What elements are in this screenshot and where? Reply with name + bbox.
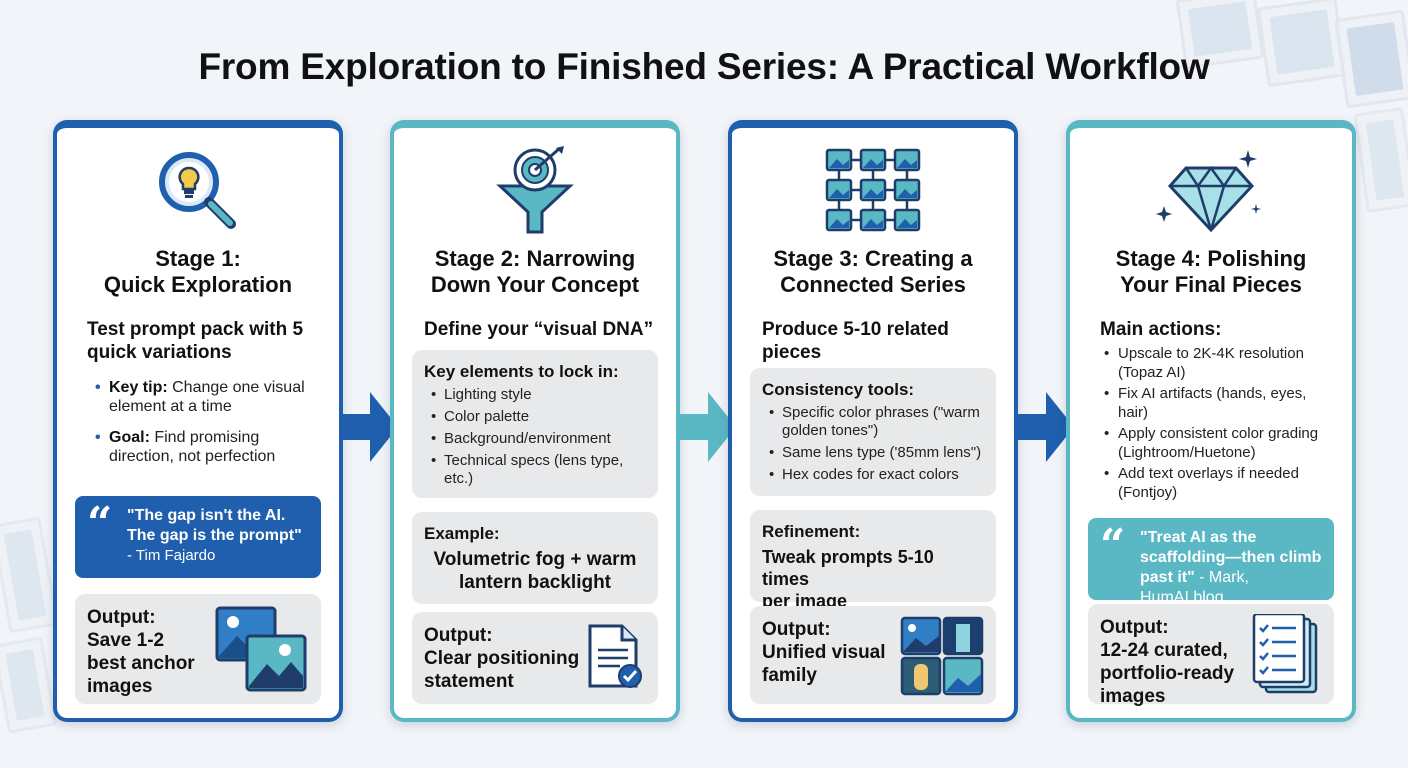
consistency-tools-panel: Consistency tools: Specific color phrase…: [750, 368, 996, 496]
image-grid-icon: [732, 146, 1014, 232]
list-item: Hex codes for exact colors: [762, 466, 984, 484]
quote-icon: “: [1100, 520, 1126, 571]
arrow-right-icon: [340, 392, 398, 462]
stage-lead: Main actions:: [1100, 319, 1222, 340]
list-item: Background/environment: [424, 430, 646, 448]
quote-box: “ "The gap isn't the AI. The gap is the …: [75, 496, 321, 578]
four-images-icon: [900, 616, 984, 701]
lightbulb-magnifier-icon: [57, 146, 339, 230]
output-box: Output: Unified visual family: [750, 606, 996, 704]
refinement-panel: Refinement: Tweak prompts 5-10 times per…: [750, 510, 996, 611]
diamond-sparkle-icon: [1070, 146, 1352, 232]
output-box: Output: Save 1-2 best anchor images: [75, 594, 321, 704]
stage-heading: Stage 3: Creating a Connected Series: [773, 246, 973, 297]
example-panel: Example: Volumetric fog + warm lantern b…: [412, 512, 658, 604]
list-item: Color palette: [424, 408, 646, 426]
list-item: Key tip: Change one visual element at a …: [87, 378, 321, 416]
document-check-icon: [586, 624, 644, 695]
list-item: Specific color phrases ("warm golden ton…: [762, 404, 984, 440]
stage-heading: Stage 2: Narrowing Down Your Concept: [430, 246, 640, 297]
page-title: From Exploration to Finished Series: A P…: [198, 46, 1210, 87]
stage-1-card: Stage 1: Quick Exploration Test prompt p…: [53, 120, 343, 722]
stage-heading: Stage 1: Quick Exploration: [103, 246, 293, 297]
list-item: •Fix AI artifacts (hands, eyes, hair): [1104, 385, 1307, 421]
tips-list: Key tip: Change one visual element at a …: [87, 378, 321, 478]
quote-icon: “: [87, 498, 113, 549]
list-item: •Apply consistent color grading (Lightro…: [1104, 425, 1319, 461]
checklist-docs-icon: [1252, 612, 1320, 701]
output-box: Output: 12-24 curated, portfolio-ready i…: [1088, 604, 1334, 707]
list-item: Lighting style: [424, 386, 646, 404]
stage-lead: Produce 5-10 related pieces: [762, 319, 949, 363]
actions-list: •Upscale to 2K-4K resolution (Topaz AI) …: [1100, 344, 1336, 504]
funnel-target-icon: [394, 146, 676, 234]
list-item: •Upscale to 2K-4K resolution (Topaz AI): [1104, 345, 1304, 381]
list-item: •Add text overlays if needed (Fontjoy): [1104, 465, 1299, 501]
stacked-images-icon: [215, 606, 309, 699]
quote-box: “ "Treat AI as the scaffolding—then clim…: [1088, 518, 1334, 606]
output-box: Output: Clear positioning statement: [412, 612, 658, 704]
arrow-right-icon: [678, 392, 736, 462]
stage-2-card: Stage 2: Narrowing Down Your Concept Def…: [390, 120, 680, 722]
arrow-right-icon: [1016, 392, 1074, 462]
stage-lead: Test prompt pack with 5 quick variations: [87, 319, 304, 363]
list-item: Same lens type ('85mm lens"): [762, 444, 984, 462]
stage-4-card: Stage 4: Polishing Your Final Pieces Mai…: [1066, 120, 1356, 722]
key-elements-panel: Key elements to lock in: Lighting style …: [412, 350, 658, 498]
stage-heading: Stage 4: Polishing Your Final Pieces: [1115, 246, 1307, 297]
stage-lead: Define your “visual DNA”: [424, 319, 654, 340]
list-item: Technical specs (lens type, etc.): [424, 452, 646, 488]
list-item: Goal: Find promising direction, not perf…: [87, 428, 321, 466]
stage-3-card: Stage 3: Creating a Connected Series Pro…: [728, 120, 1018, 722]
